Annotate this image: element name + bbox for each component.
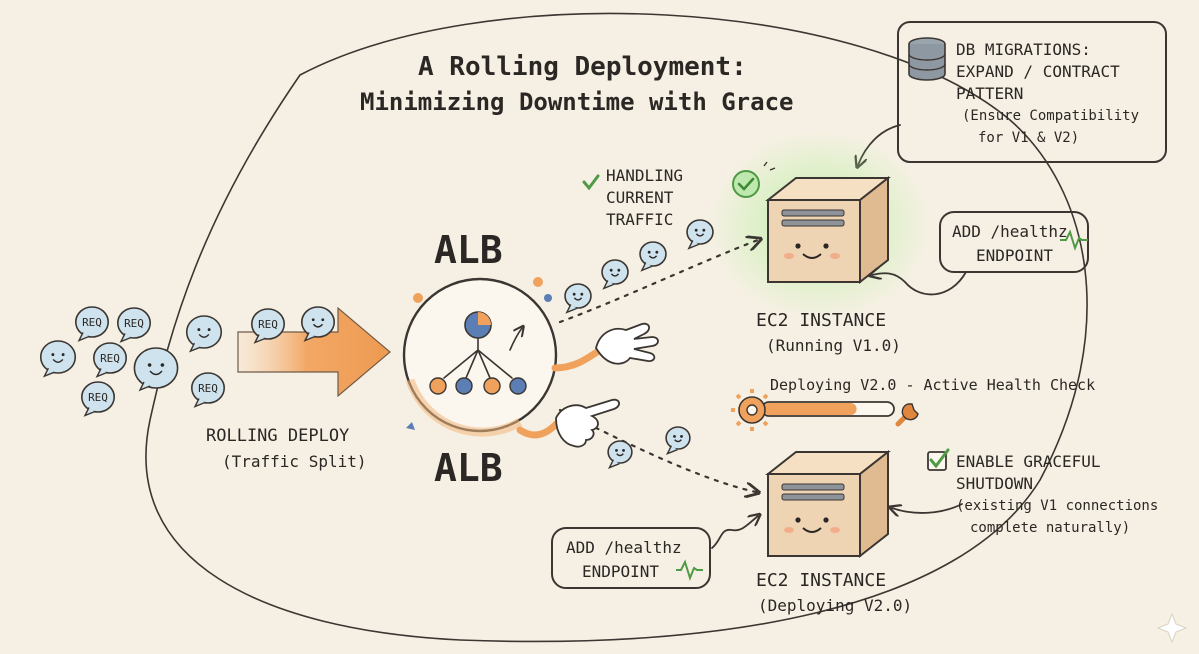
traffic-arrow-bottom: [558, 408, 756, 492]
db-line-4: (Ensure Compatibility: [962, 108, 1140, 124]
health-top-line-2: ENDPOINT: [976, 246, 1054, 265]
bubble-layer: REQ REQ REQ REQ REQ REQ: [39, 219, 714, 470]
alb-label-top: ALB: [434, 228, 503, 272]
handling-check-icon: [582, 174, 600, 191]
smile-bubble: [133, 347, 179, 392]
req-label: REQ: [258, 318, 278, 331]
alb-character: [402, 277, 558, 437]
rolling-deploy-arrow: [237, 306, 391, 398]
rolling-line-1: ROLLING DEPLOY: [206, 426, 350, 446]
graceful-line-3: (existing V1 connections: [956, 498, 1159, 514]
instance-top-status: (Running V1.0): [766, 336, 901, 355]
handling-line-1: HANDLING: [606, 166, 684, 185]
db-box: [897, 21, 1167, 163]
smile-bubble: [665, 426, 691, 456]
health-box-bottom: [551, 527, 711, 589]
req-label: REQ: [100, 352, 120, 365]
handling-line-3: TRAFFIC: [606, 210, 674, 229]
health-top-line-1: ADD /healthz: [952, 222, 1068, 241]
req-bubble: REQ: [93, 342, 128, 378]
ec2-instance-bottom-box: [765, 449, 891, 559]
graceful-line-1: ENABLE GRACEFUL: [956, 452, 1101, 471]
health-bottom-line-2: ENDPOINT: [582, 562, 660, 581]
req-bubble: REQ: [117, 307, 152, 343]
hand-icon-top: [595, 322, 659, 365]
outer-loop: [145, 12, 1088, 643]
req-label: REQ: [88, 391, 108, 404]
req-bubble: REQ: [81, 381, 116, 417]
instance-top-name: EC2 INSTANCE: [756, 310, 887, 331]
smile-bubble: [39, 340, 77, 378]
smile-bubble: [300, 306, 335, 342]
pulse-icon-top: [1060, 229, 1088, 251]
health-bottom-line-1: ADD /healthz: [566, 538, 682, 557]
pulse-icon-bottom: [676, 559, 703, 581]
req-label: REQ: [82, 316, 102, 329]
graceful-line-2: SHUTDOWN: [956, 474, 1034, 493]
db-line-5: for V1 & V2): [978, 130, 1080, 146]
req-bubble: REQ: [191, 372, 226, 408]
smile-bubble: [607, 440, 633, 470]
deploying-label: Deploying V2.0 - Active Health Check: [770, 376, 1096, 394]
check-icon: [732, 161, 776, 198]
req-bubble: REQ: [75, 306, 110, 342]
alb-label-bottom: ALB: [434, 446, 503, 490]
instance-bottom-status: (Deploying V2.0): [758, 596, 913, 615]
req-label: REQ: [124, 317, 144, 330]
smile-bubble: [185, 315, 223, 353]
instance-bottom-name: EC2 INSTANCE: [756, 570, 887, 591]
traffic-arrow-top: [558, 240, 758, 324]
smile-bubble: [564, 283, 592, 314]
req-label: REQ: [198, 382, 218, 395]
db-line-1: DB MIGRATIONS:: [956, 40, 1091, 59]
database-icon: [908, 37, 946, 81]
smile-bubble: [601, 259, 629, 290]
hand-icon-bottom: [555, 398, 620, 448]
gear-icon: [731, 389, 773, 431]
graceful-check-icon: [927, 448, 950, 471]
health-box-top: [939, 211, 1089, 273]
deploy-progress-bar: [761, 401, 895, 417]
graceful-line-4: complete naturally): [970, 520, 1131, 536]
handling-line-2: CURRENT: [606, 188, 674, 207]
req-bubble: REQ: [251, 308, 286, 344]
title-line-2: Minimizing Downtime with Grace: [360, 88, 794, 116]
title-line-1: A Rolling Deployment:: [418, 52, 747, 82]
wrench-icon: [895, 403, 919, 427]
smile-bubble: [639, 241, 667, 272]
ec2-instance-top-box: [765, 175, 891, 285]
rolling-line-2: (Traffic Split): [222, 452, 367, 471]
db-line-3: PATTERN: [956, 84, 1024, 103]
db-line-2: EXPAND / CONTRACT: [956, 62, 1120, 81]
smile-bubble: [686, 219, 714, 250]
